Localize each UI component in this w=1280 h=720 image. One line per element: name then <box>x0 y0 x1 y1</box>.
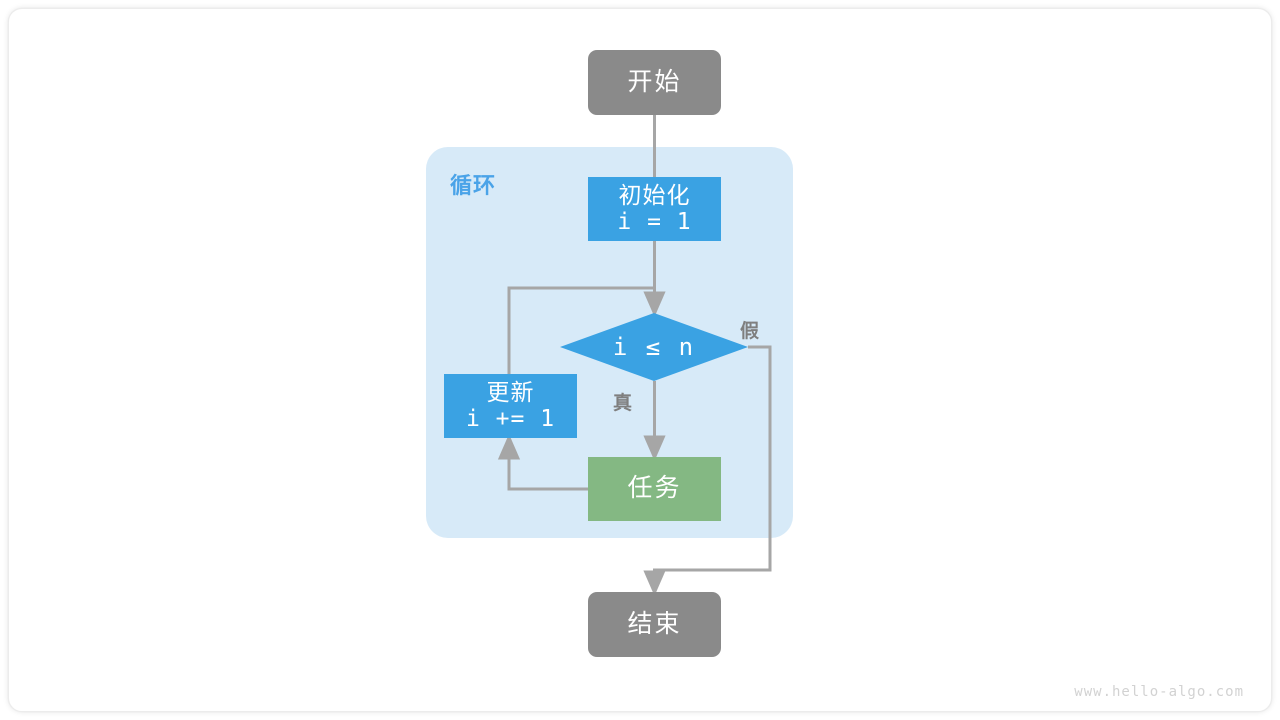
node-update[interactable]: 更新 i += 1 <box>444 374 577 438</box>
node-decision-label: i ≤ n <box>612 333 696 361</box>
loop-container-label: 循环 <box>450 173 497 198</box>
edge-label-true: 真 <box>613 393 633 414</box>
edge-label-false: 假 <box>740 321 760 342</box>
node-init-line1: 初始化 <box>618 181 691 208</box>
node-end-label: 结束 <box>627 609 682 638</box>
node-update-line2: i += 1 <box>465 406 556 432</box>
watermark: www.hello-algo.com <box>1074 684 1244 700</box>
node-end[interactable]: 结束 <box>588 592 721 657</box>
node-task-label: 任务 <box>627 474 682 503</box>
node-init[interactable]: 初始化 i = 1 <box>588 177 721 241</box>
node-task[interactable]: 任务 <box>588 457 721 521</box>
node-start[interactable]: 开始 <box>588 50 721 115</box>
node-decision[interactable]: i ≤ n <box>560 313 748 381</box>
node-start-label: 开始 <box>627 67 682 96</box>
node-init-line2: i = 1 <box>617 209 692 235</box>
node-update-line1: 更新 <box>486 378 535 405</box>
